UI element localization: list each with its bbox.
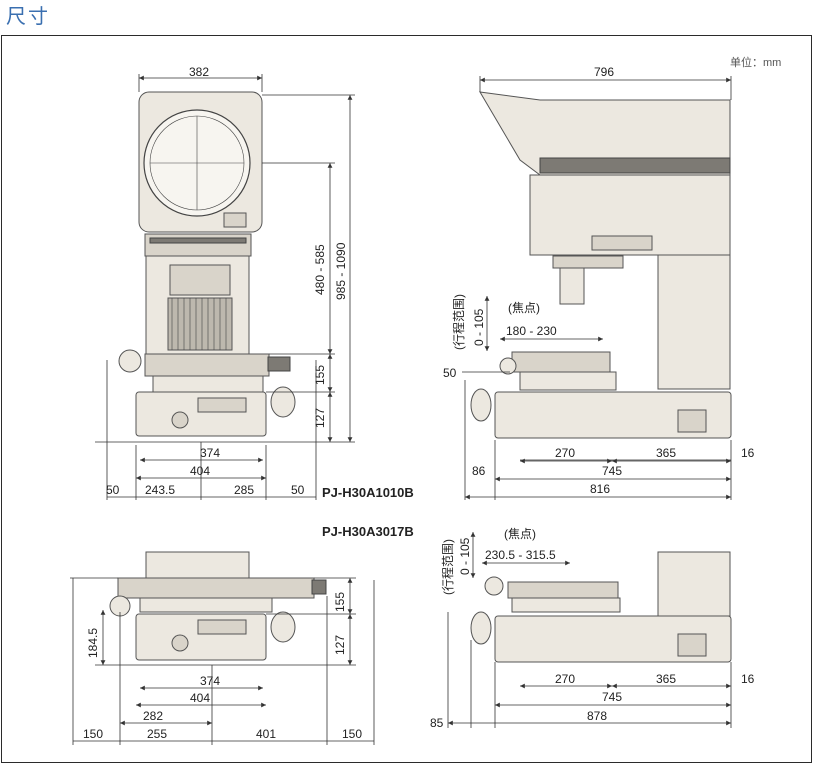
dim-stage-height-b: 155: [333, 592, 347, 612]
dim-left-span: 243.5: [145, 483, 175, 497]
dim-stage-offset: 50: [443, 366, 457, 380]
dim-span-270: 270: [555, 446, 575, 460]
dim-span-282: 282: [143, 709, 163, 723]
unit-label: 单位：mm: [730, 55, 781, 69]
model-label-1: PJ-H30A1010B: [322, 485, 414, 500]
dim-right-span: 285: [234, 483, 254, 497]
model-label-2: PJ-H30A3017B: [322, 524, 414, 539]
dim-base-height: 127: [313, 408, 327, 428]
side-view-3017b: [470, 551, 732, 663]
dim-travel-range-b: 0 - 105: [458, 537, 472, 575]
dim-right-16: 16: [741, 446, 755, 460]
dim-left-86: 86: [472, 464, 486, 478]
dim-left-clear: 50: [106, 483, 120, 497]
side-view-1010b: [470, 91, 732, 439]
dim-left-span-b: 255: [147, 727, 167, 741]
dim-depth: 796: [594, 65, 614, 79]
front-view-1010b: [118, 91, 296, 437]
dim-stage-len: 374: [200, 446, 220, 460]
dim-left-85: 85: [430, 716, 444, 730]
dim-overall-height: 985 - 1090: [334, 242, 348, 300]
dim-span-270-b: 270: [555, 672, 575, 686]
dim-stage-len-b: 374: [200, 674, 220, 688]
dim-span-745-b: 745: [602, 690, 622, 704]
dim-stage-height: 155: [313, 365, 327, 385]
dim-base-len: 404: [190, 464, 210, 478]
dim-base-height-b: 127: [333, 635, 347, 655]
drawing-frame: [1, 35, 812, 763]
dim-base-len-b: 404: [190, 691, 210, 705]
dim-span-745: 745: [602, 464, 622, 478]
page-title: 尺寸: [6, 6, 50, 28]
dim-span-365: 365: [656, 446, 676, 460]
dim-width: 382: [189, 65, 209, 79]
dim-focus-range: 180 - 230: [506, 324, 557, 338]
dim-travel-range: 0 - 105: [472, 308, 486, 346]
travel-label: (行程范围): [451, 294, 466, 350]
dim-total-816: 816: [590, 482, 610, 496]
front-view-3017b: [109, 551, 327, 661]
focus-label: (焦点): [508, 301, 540, 315]
dim-right-span-b: 401: [256, 727, 276, 741]
travel-label-b: (行程范围): [440, 539, 455, 595]
dim-focus-range-b: 230.5 - 315.5: [485, 548, 556, 562]
dim-right-16-b: 16: [741, 672, 755, 686]
focus-label-b: (焦点): [504, 527, 536, 541]
dim-span-365-b: 365: [656, 672, 676, 686]
dim-total-878: 878: [587, 709, 607, 723]
dim-right-clear-b: 150: [342, 727, 362, 741]
dim-left-height: 184.5: [86, 628, 100, 658]
dim-right-clear: 50: [291, 483, 305, 497]
dim-left-clear-b: 150: [83, 727, 103, 741]
dim-screen-range: 480 - 585: [313, 244, 327, 295]
